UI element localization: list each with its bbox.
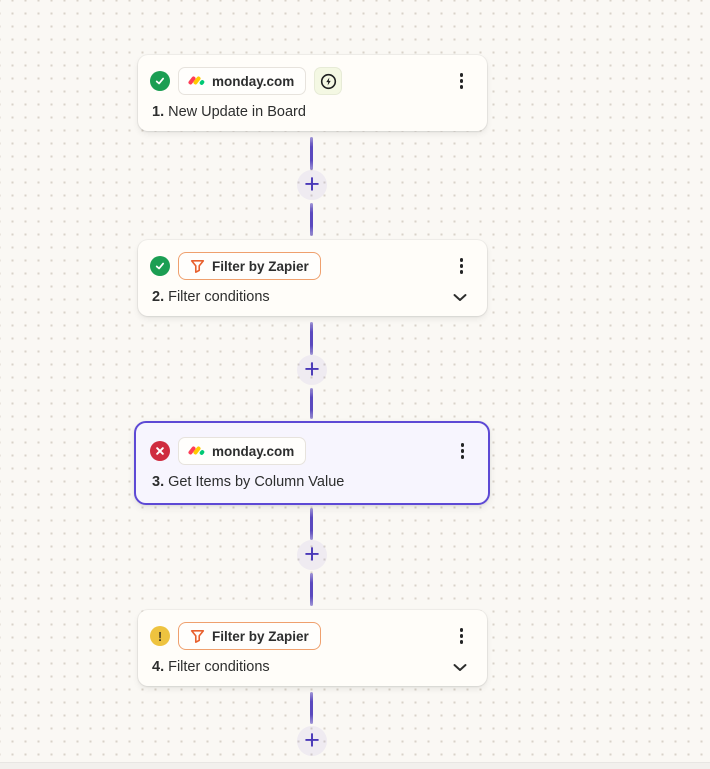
connector-line [310,508,313,540]
step-title-text: New Update in Board [168,104,306,120]
x-circle-icon [150,441,170,461]
step-title: 4.Filter conditions [152,659,270,675]
step-card-2[interactable]: Filter by Zapier 2.Filter conditions [138,240,487,316]
chevron-down-icon[interactable] [449,291,471,304]
step-title-text: Get Items by Column Value [168,474,345,490]
step-number: 4. [152,659,165,675]
connector-line [310,692,313,724]
step-3-header: monday.com [150,437,472,465]
step-number: 1. [152,104,165,120]
filter-funnel-icon [190,259,205,273]
add-step-button[interactable]: + [297,726,327,756]
filter-funnel-icon [190,629,205,643]
canvas-bottom-edge [0,762,710,769]
connector-line [310,203,313,236]
add-step-button[interactable]: + [297,540,327,570]
kebab-menu-icon[interactable] [454,254,470,278]
chevron-down-icon[interactable] [449,661,471,674]
step-card-4[interactable]: ! Filter by Zapier 4.Filter conditions [138,610,487,686]
step-title: 2.Filter conditions [152,289,270,305]
check-circle-icon [150,256,170,276]
app-badge-filter[interactable]: Filter by Zapier [178,252,321,280]
connector-line [310,573,313,606]
step-1-header: monday.com [150,67,471,95]
add-step-button[interactable]: + [297,355,327,385]
app-badge-label: Filter by Zapier [212,258,309,274]
kebab-menu-icon[interactable] [454,69,470,93]
step-1-title-row: 1.New Update in Board [150,104,471,120]
monday-logo-icon [187,445,206,457]
step-title: 1.New Update in Board [152,104,306,120]
app-badge-monday[interactable]: monday.com [178,437,307,465]
connector-line [310,322,313,355]
app-badge-label: monday.com [212,73,295,89]
warning-glyph: ! [157,628,163,644]
step-number: 2. [152,289,165,305]
kebab-menu-icon[interactable] [454,624,470,648]
connector-line [310,137,313,170]
step-3-title-row: 3.Get Items by Column Value [150,474,472,490]
step-2-title-row: 2.Filter conditions [150,289,471,305]
step-4-title-row: 4.Filter conditions [150,659,471,675]
step-number: 3. [152,474,165,490]
kebab-menu-icon[interactable] [455,439,471,463]
check-circle-icon [150,71,170,91]
app-badge-filter[interactable]: Filter by Zapier [178,622,321,650]
lightning-bolt-icon[interactable] [314,67,343,95]
step-card-3[interactable]: monday.com 3.Get Items by Column Value [134,421,490,505]
add-step-button[interactable]: + [297,170,327,200]
step-card-1[interactable]: monday.com 1.New Update in Board [138,55,487,131]
connector-line [310,388,313,419]
exclamation-circle-icon: ! [150,626,170,646]
monday-logo-icon [187,75,206,87]
app-badge-monday[interactable]: monday.com [178,67,307,95]
step-4-header: ! Filter by Zapier [150,622,471,650]
step-2-header: Filter by Zapier [150,252,471,280]
step-title-text: Filter conditions [168,289,270,305]
app-badge-label: monday.com [212,443,295,459]
step-title: 3.Get Items by Column Value [152,474,344,490]
app-badge-label: Filter by Zapier [212,628,309,644]
step-title-text: Filter conditions [168,659,270,675]
